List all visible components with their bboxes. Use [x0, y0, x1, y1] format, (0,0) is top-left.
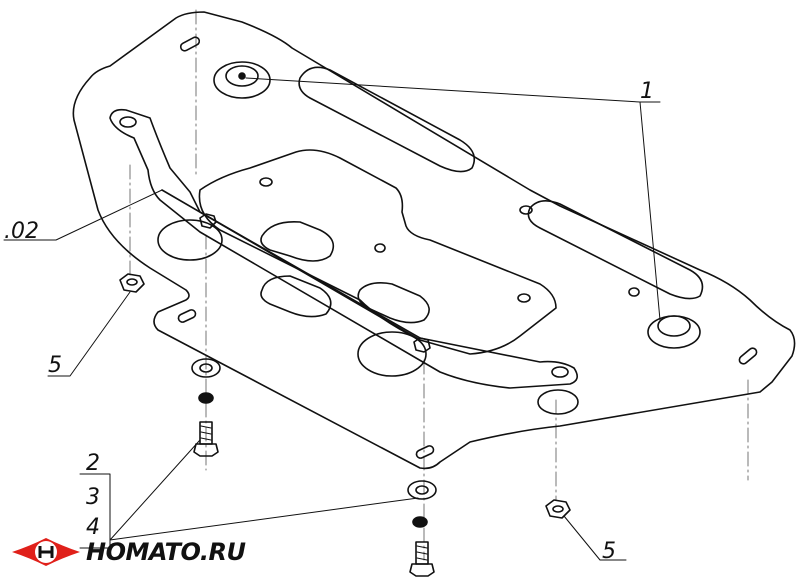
rubber-plug-upper: [213, 61, 271, 99]
recess-slot-1: [260, 220, 335, 262]
rubber-plug-lower: [647, 315, 701, 349]
callout-3: 3: [86, 485, 100, 510]
bolt-center: [409, 541, 435, 577]
bracket-hole: [119, 116, 137, 128]
callout-4: 4: [86, 515, 100, 540]
stamped-rib-upper: [298, 66, 476, 173]
skid-plate: [72, 11, 796, 470]
washer-left: [191, 358, 221, 378]
mounting-slot: [179, 36, 201, 52]
callout-1: 1: [640, 79, 654, 104]
callout-2: 2: [86, 451, 100, 476]
leader-lines: [3, 77, 661, 561]
plate-hole: [517, 293, 531, 303]
washer-center: [407, 480, 437, 500]
nut-5-bottom: [545, 499, 571, 519]
brand-name: HOMATO.RU: [86, 538, 246, 566]
mounting-slot: [738, 347, 758, 365]
plate-hole: [374, 243, 386, 253]
nut-icon: [413, 337, 431, 353]
callout-02: .02: [4, 219, 39, 244]
bracket-02: [109, 108, 578, 389]
bolt-left: [193, 421, 219, 457]
callout-5-bottom: 5: [602, 539, 616, 564]
bracket-hole: [551, 366, 569, 378]
spring-washer-center: [412, 516, 428, 528]
stamped-rib-lower: [527, 200, 704, 300]
recess-boss-left: [157, 219, 223, 261]
spring-washer-left: [198, 392, 214, 404]
callout-5-left: 5: [48, 353, 62, 378]
bracket-fold-line: [161, 189, 421, 341]
recess-boss-center: [357, 331, 427, 377]
nut-5-left: [119, 273, 145, 293]
homato-logo-icon: [12, 538, 80, 566]
recess-slot-2: [260, 275, 332, 318]
plate-hole: [259, 177, 273, 187]
plate-hole: [628, 287, 640, 297]
plate-hole: [519, 205, 533, 215]
mounting-slot: [177, 309, 197, 323]
nut-icon: [199, 213, 217, 229]
plate-cutout: [537, 389, 579, 415]
mounting-slot: [415, 445, 435, 459]
recess-slot-3: [357, 282, 430, 324]
